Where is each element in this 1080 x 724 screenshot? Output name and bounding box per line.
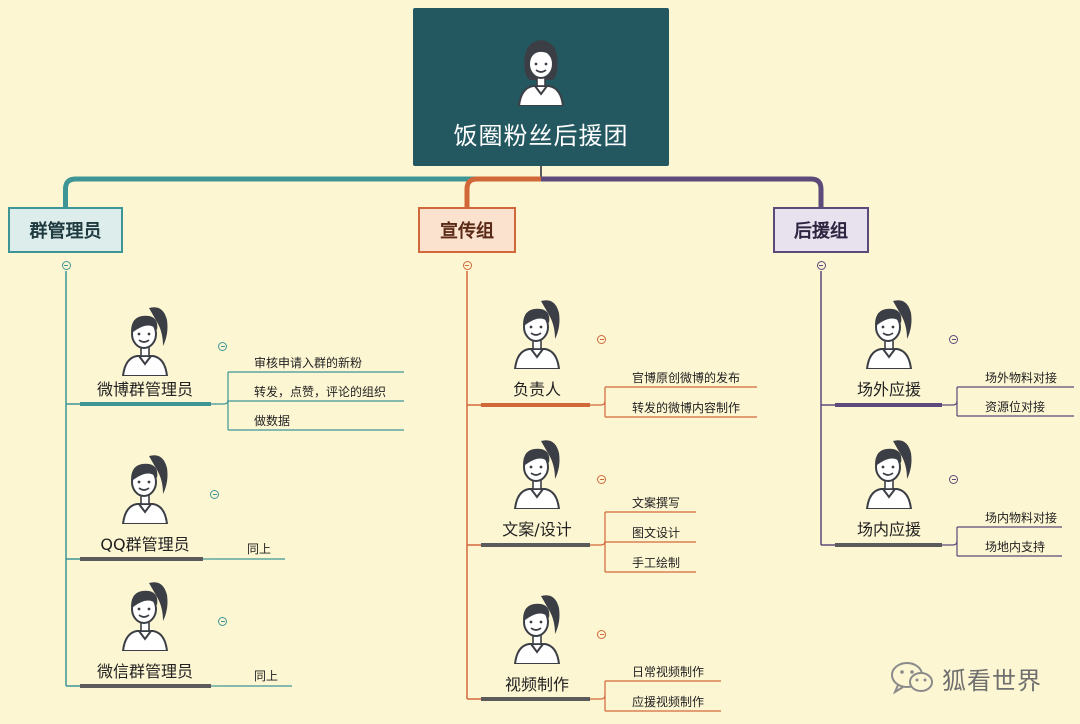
group-node[interactable]: 后援组 (773, 207, 869, 253)
role-label[interactable]: 场外应援 (856, 380, 921, 399)
group-branch-line (464, 176, 541, 207)
woman-avatar-icon (865, 300, 913, 369)
task-item[interactable]: 官博原创微博的发布 (632, 371, 741, 385)
group-branch-line (541, 176, 824, 207)
task-item[interactable]: 文案撰写 (632, 496, 681, 510)
collapse-toggle-icon[interactable] (949, 335, 958, 344)
woman-avatar-icon (865, 440, 913, 509)
task-item[interactable]: 应援视频制作 (632, 695, 705, 709)
task-connector-line (590, 694, 606, 700)
woman-avatar-icon (513, 595, 561, 664)
role-label[interactable]: 场内应援 (856, 520, 921, 539)
root-title: 饭圈粉丝后援团 (453, 122, 629, 150)
task-item[interactable]: 做数据 (254, 414, 291, 428)
woman-avatar-icon (121, 455, 169, 524)
collapse-toggle-icon[interactable] (597, 335, 606, 344)
root-node[interactable]: 饭圈粉丝后援团 (413, 8, 669, 166)
woman-avatar-icon (517, 40, 565, 106)
woman-avatar-icon (513, 440, 561, 509)
wechat-icon (891, 662, 933, 695)
task-connector-line (942, 540, 958, 546)
group-node[interactable]: 宣传组 (418, 207, 516, 253)
collapse-toggle-icon[interactable] (218, 342, 227, 351)
group-label: 后援组 (794, 221, 848, 242)
task-connector-line (590, 400, 606, 406)
collapse-toggle-icon[interactable] (597, 475, 606, 484)
task-item[interactable]: 审核申请入群的新粉 (254, 356, 363, 370)
collapse-toggle-icon[interactable] (597, 630, 606, 639)
collapse-toggle-icon[interactable] (949, 475, 958, 484)
task-connector-line (942, 400, 958, 406)
task-item[interactable]: 转发的微博内容制作 (632, 401, 741, 415)
task-item[interactable]: 场地内支持 (985, 540, 1046, 554)
role-label[interactable]: 视频制作 (504, 675, 569, 694)
watermark-text: 狐看世界 (942, 666, 1042, 695)
task-item[interactable]: 图文设计 (632, 526, 681, 540)
task-item[interactable]: 资源位对接 (985, 400, 1046, 414)
task-connector-line (590, 540, 606, 546)
woman-avatar-icon (121, 307, 169, 376)
group-node[interactable]: 群管理员 (8, 207, 123, 253)
role-label[interactable]: 负责人 (512, 380, 561, 399)
group-label: 群管理员 (29, 221, 102, 242)
task-item[interactable]: 场外物料对接 (985, 371, 1058, 385)
collapse-toggle-icon[interactable] (816, 261, 826, 270)
role-label[interactable]: QQ群管理员 (100, 535, 190, 554)
group-label: 宣传组 (440, 221, 494, 242)
task-item[interactable]: 手工绘制 (632, 556, 681, 570)
watermark: 狐看世界 (890, 660, 1042, 696)
task-item[interactable]: 转发，点赞，评论的组织 (254, 385, 387, 399)
task-connector-line (211, 399, 229, 405)
group-branch-line (63, 176, 541, 207)
task-item[interactable]: 日常视频制作 (632, 665, 705, 679)
collapse-toggle-icon[interactable] (462, 261, 472, 270)
task-item[interactable]: 同上 (254, 669, 279, 683)
collapse-toggle-icon[interactable] (61, 261, 71, 270)
woman-avatar-icon (121, 582, 169, 651)
task-item[interactable]: 场内物料对接 (985, 511, 1058, 525)
role-label[interactable]: 微信群管理员 (96, 662, 193, 681)
collapse-toggle-icon[interactable] (218, 617, 227, 626)
role-label[interactable]: 微博群管理员 (96, 380, 193, 399)
task-item[interactable]: 同上 (247, 542, 272, 556)
collapse-toggle-icon[interactable] (210, 490, 219, 499)
role-label[interactable]: 文案/设计 (502, 520, 572, 539)
woman-avatar-icon (513, 300, 561, 369)
